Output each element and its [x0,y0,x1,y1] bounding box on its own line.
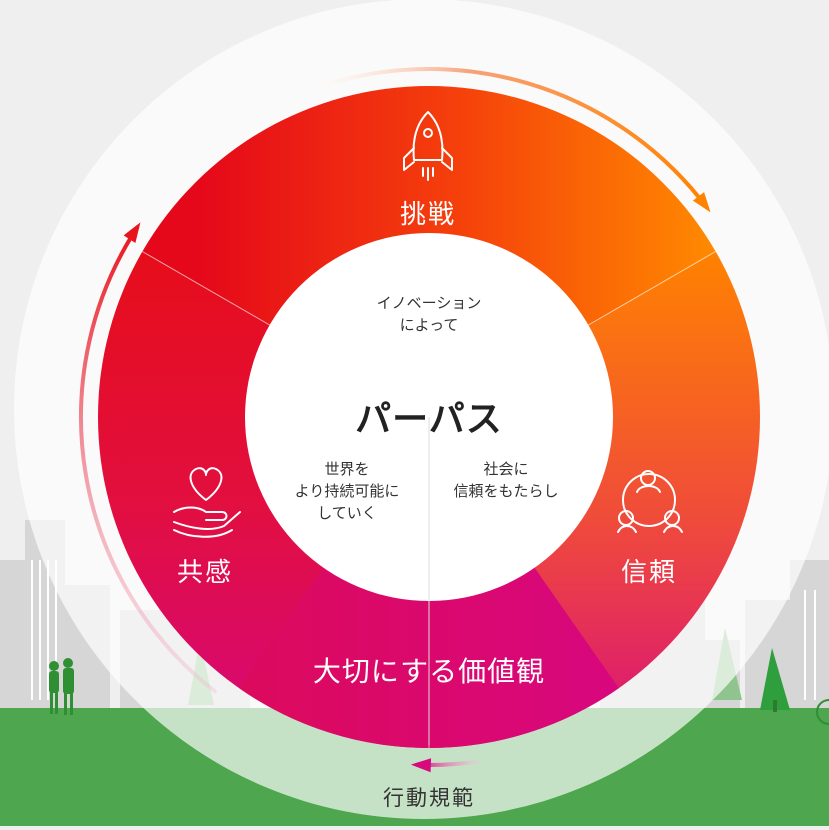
ring-divider-line [142,251,271,326]
purpose-part-left-line-3: していく [317,504,377,522]
people-circle-icon [617,470,683,533]
purpose-part-top-line-1: イノベーション [376,294,482,312]
heart-hand-icon [173,467,241,538]
purpose-part-left-line-2: より持続可能に [294,482,400,500]
ring-divider-line [587,251,716,326]
purpose-part-top-line-2: によって [399,316,459,334]
purpose-part-right-line-2: 信頼をもたらし [453,482,559,500]
purpose-part-right-line-1: 社会に [483,460,529,478]
purpose-part-top: イノベーション によって [329,292,529,336]
purpose-title: パーパス [355,399,503,440]
arrow-top-head [692,192,711,213]
values-title: 大切にする価値観 [312,655,546,688]
value-label-empathy: 共感 [176,558,233,588]
ring-sector-challenge [142,86,716,326]
code-of-conduct-label: 行動規範 [383,786,475,810]
purpose-part-right: 社会に 信頼をもたらし [436,458,576,502]
arrow-top [307,67,709,210]
purpose-part-left-line-1: 世界を [324,460,370,478]
bicycle-wheel [816,699,829,725]
arrow-left-head [123,222,141,244]
values-ring [97,86,760,749]
cycle-arrows [79,67,711,773]
rocket-icon [403,111,453,181]
value-label-trust: 信頼 [620,558,677,588]
value-label-challenge: 挑戦 [399,200,456,230]
arrow-bottom-head [410,758,432,773]
people-silhouettes [49,658,74,715]
purpose-part-left: 世界を より持続可能に していく [277,458,417,524]
arrow-left [79,225,217,694]
